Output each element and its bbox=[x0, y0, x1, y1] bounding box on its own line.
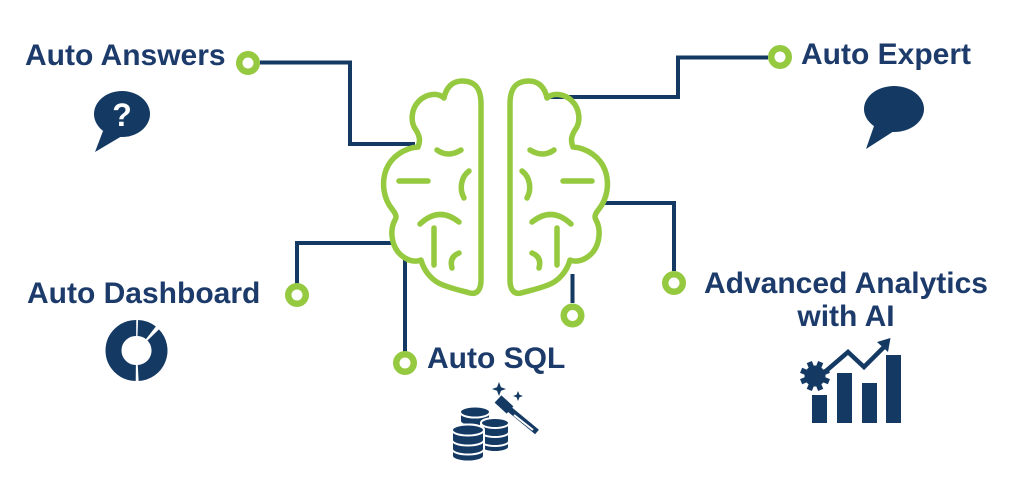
connector-auto-expert bbox=[549, 55, 768, 99]
label-advanced-analytics-line1: Advanced Analytics bbox=[704, 267, 988, 300]
node-auto-sql bbox=[393, 351, 417, 375]
sparkle-icon bbox=[513, 391, 523, 401]
label-auto-answers: Auto Answers bbox=[25, 39, 226, 72]
chart-bar bbox=[862, 383, 877, 423]
node-auto-answers bbox=[236, 51, 260, 75]
connector-auto-dashboard bbox=[295, 241, 395, 284]
database-cylinder-right bbox=[480, 417, 510, 453]
chart-bar bbox=[886, 355, 901, 423]
label-auto-expert: Auto Expert bbox=[801, 38, 972, 71]
brain-right-hemisphere bbox=[510, 81, 607, 293]
connector-nodes bbox=[236, 45, 792, 375]
label-auto-sql: Auto SQL bbox=[427, 342, 566, 375]
label-advanced-analytics-line2: with AI bbox=[797, 300, 895, 333]
node-advanced-analytics bbox=[662, 271, 686, 295]
database-cylinder-left bbox=[451, 423, 485, 463]
bar-chart-growth-icon bbox=[800, 338, 901, 423]
connector-advanced-analytics bbox=[604, 201, 676, 271]
question-bubble-icon: ? bbox=[94, 91, 150, 152]
connector-lines bbox=[260, 55, 768, 352]
brain-left-hemisphere bbox=[384, 81, 481, 293]
node-brain-stem bbox=[560, 303, 585, 328]
node-auto-dashboard bbox=[285, 283, 309, 307]
chat-bubble-icon bbox=[864, 86, 924, 149]
trend-arrowhead bbox=[877, 338, 891, 352]
question-mark-glyph: ? bbox=[112, 97, 132, 133]
label-auto-dashboard: Auto Dashboard bbox=[27, 277, 261, 310]
chart-bar bbox=[837, 373, 852, 423]
gear-icon bbox=[800, 361, 830, 391]
connector-auto-answers bbox=[260, 60, 415, 146]
chart-bar bbox=[812, 395, 827, 423]
database-magic-wand-icon bbox=[451, 382, 539, 463]
node-auto-expert bbox=[768, 45, 792, 69]
label-advanced-analytics: Advanced Analytics with AI bbox=[694, 267, 998, 333]
sparkle-icon bbox=[492, 382, 506, 396]
brain-illustration bbox=[384, 81, 608, 293]
trend-line bbox=[824, 345, 886, 373]
wand-stick bbox=[506, 405, 539, 435]
donut-chart-icon bbox=[105, 319, 168, 381]
